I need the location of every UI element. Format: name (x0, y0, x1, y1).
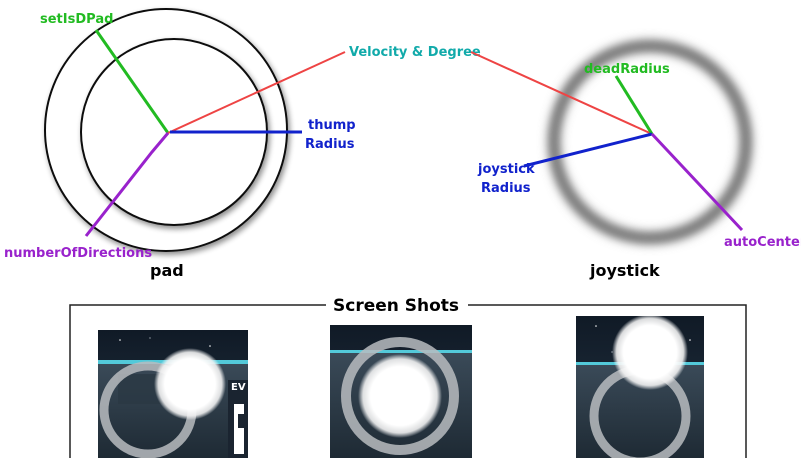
pad-caption: pad (150, 261, 184, 280)
screenshot-overlay-text: EV (231, 382, 246, 393)
screenshots-title: Screen Shots (333, 296, 459, 316)
dead-radius-line (614, 75, 654, 135)
thump-radius-label-line2: Radius (305, 137, 355, 152)
screenshot-joystick (576, 316, 704, 458)
screenshots-section: Screen Shots EV (69, 296, 747, 458)
joystick-velocity-line (470, 51, 653, 135)
joystick-caption: joystick (589, 261, 660, 280)
auto-center-label: autoCenter (724, 235, 801, 250)
joystick-radius-label-line1: joystick (477, 162, 535, 177)
screenshots-frame (69, 304, 747, 458)
number-of-directions-label: numberOfDirections (4, 246, 152, 261)
joystick-diagram: deadRadius joystick Radius autoCenter jo… (470, 40, 801, 280)
pad-diagram: setIsDPad thump Radius numberOfDirection… (4, 8, 356, 280)
set-is-dpad-line (94, 29, 170, 134)
auto-center-line (650, 132, 744, 232)
joystick-radius-label-line2: Radius (481, 181, 531, 196)
screenshot-centered (330, 325, 472, 458)
number-of-directions-line (84, 132, 170, 237)
set-is-dpad-label: setIsDPad (40, 12, 113, 27)
velocity-degree-label: Velocity & Degree (349, 45, 481, 60)
joystick-ring-core (551, 43, 749, 241)
dead-radius-label: deadRadius (584, 62, 670, 77)
pad-velocity-line (167, 51, 346, 134)
thump-radius-label-line1: thump (308, 118, 356, 133)
screenshot-pad: EV (98, 330, 248, 458)
joystick-radius-line (523, 132, 653, 168)
